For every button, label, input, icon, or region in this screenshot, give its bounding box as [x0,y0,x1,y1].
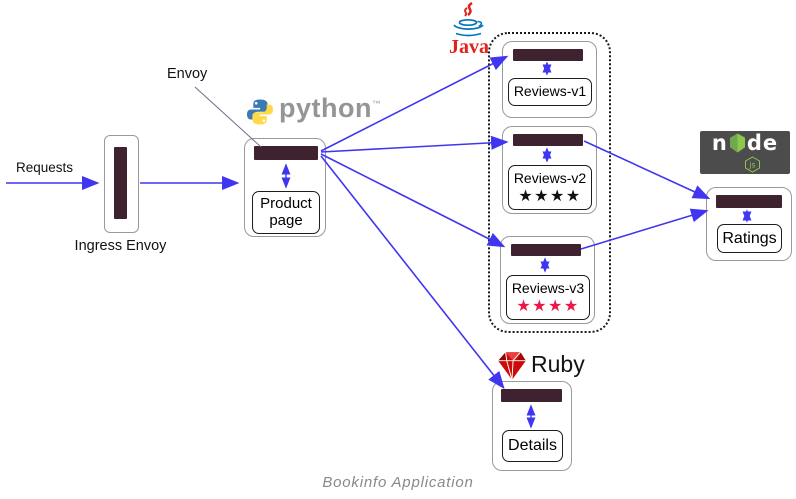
product-envoy-sidecar-bar [254,146,318,160]
svg-text:js: js [749,161,756,170]
reviews-v3-node: Reviews-v3 ★★★★ [500,236,595,324]
requests-label: Requests [16,160,74,175]
envoy-pointer-label: Envoy [167,66,208,82]
reviews-v3-sidecar-bar [511,244,581,256]
reviews-v2-sidecar-bar [513,134,583,146]
arrow-product-to-details [320,155,505,390]
reviews-v3-stars: ★★★★ [516,295,580,315]
details-node: Details [492,381,572,471]
nodejs-js-hexagon-icon: js [745,156,760,173]
nodejs-wordmark: n de [700,131,790,155]
ratings-sidecar-bar [716,195,782,208]
java-logo-wordmark: Java [449,36,489,58]
reviews-v2-stars: ★★★★ [518,185,582,205]
java-logo-icon [453,2,484,37]
ruby-logo-icon [498,351,526,380]
nodejs-hexagon-icon [729,133,745,153]
nodejs-logo-badge: n de js [700,131,790,174]
python-logo-icon [247,99,273,125]
nodejs-letters-de: de [746,131,779,155]
reviews-v3-pill: Reviews-v3 ★★★★ [506,275,590,320]
diagram-caption: Bookinfo Application [322,474,474,491]
python-logo-wordmark: python™ [279,93,381,124]
ruby-logo-wordmark: Ruby [531,351,585,377]
python-trademark: ™ [371,99,382,109]
ingress-envoy-label: Ingress Envoy [74,238,167,254]
details-sidecar-bar [501,389,562,402]
details-pill: Details [502,430,563,462]
ingress-envoy-sidecar-bar [114,147,127,219]
reviews-v2-node: Reviews-v2 ★★★★ [502,126,597,214]
ratings-pill: Ratings [717,224,782,253]
python-word: python [279,93,372,123]
arrow-product-to-reviews-v3 [320,153,506,248]
ratings-node: Ratings [706,187,792,261]
reviews-v2-pill: Reviews-v2 ★★★★ [508,165,592,210]
reviews-v3-label: Reviews-v3 [511,280,585,297]
reviews-v2-label: Reviews-v2 [513,170,587,187]
arrow-product-to-reviews-v2 [320,135,509,153]
nodejs-letter-n: n [711,131,728,155]
reviews-v1-pill: Reviews-v1 [508,78,592,106]
product-page-pill: Product page [252,191,320,234]
reviews-v1-sidecar-bar [513,49,583,61]
ingress-envoy-node [104,135,139,233]
product-page-node: Product page [244,138,326,237]
reviews-v1-node: Reviews-v1 [502,41,597,118]
